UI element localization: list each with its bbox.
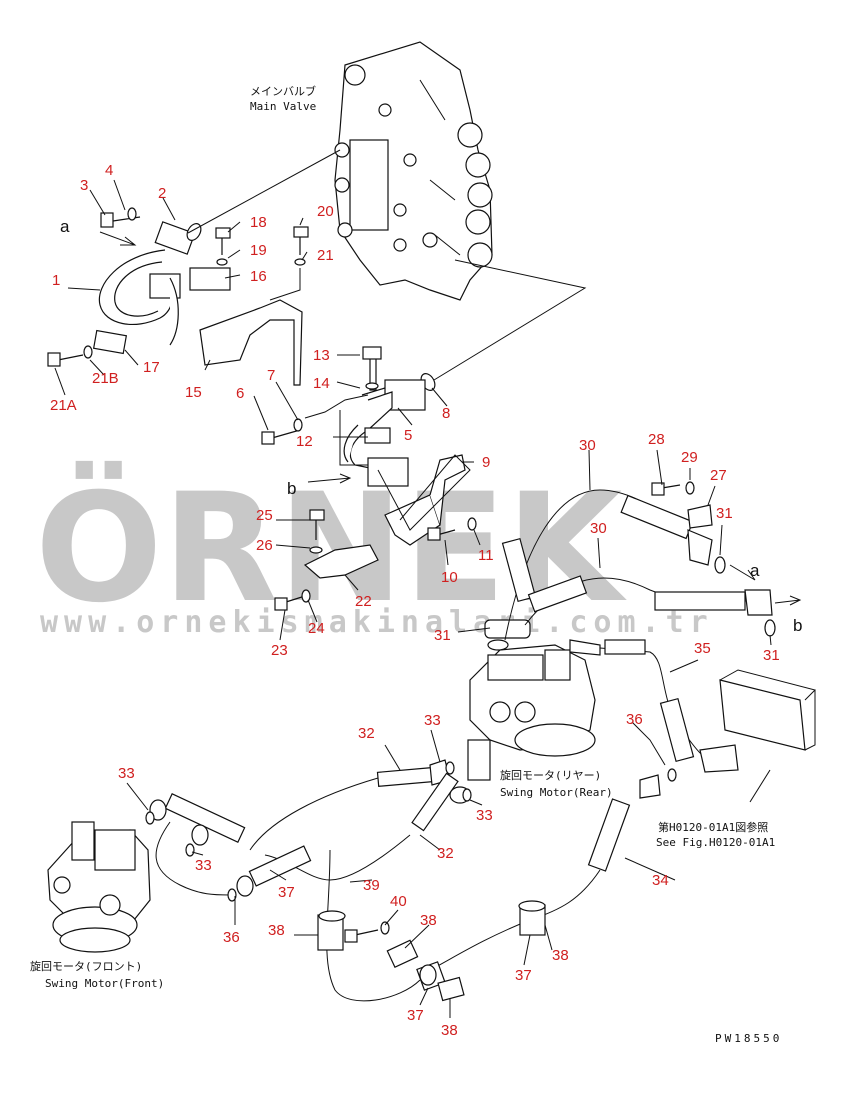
drawing-code: PW18550 bbox=[715, 1032, 782, 1045]
callout-numbers: 1 2 3 4 5 6 7 8 9 10 11 12 13 14 15 16 1… bbox=[50, 162, 780, 1039]
watermark: ÖRNEK www.ornekismakinalari.com.tr bbox=[35, 460, 714, 640]
callout-16: 16 bbox=[250, 268, 267, 285]
callout-38-b: 38 bbox=[420, 912, 437, 929]
callout-38-d: 38 bbox=[552, 947, 569, 964]
swing-motor-front-label-en: Swing Motor(Front) bbox=[45, 977, 164, 990]
callout-21B: 21B bbox=[92, 370, 119, 387]
hoses-32-34-39 bbox=[145, 759, 677, 1002]
callout-9: 9 bbox=[482, 454, 490, 471]
callout-32-lower: 32 bbox=[437, 845, 454, 862]
reference-label-en: See Fig.H0120-01A1 bbox=[656, 836, 775, 849]
callout-26: 26 bbox=[256, 537, 273, 554]
watermark-brand: ÖRNEK bbox=[35, 460, 627, 636]
upper-pipe-assembly bbox=[47, 149, 587, 391]
callout-36-a: 36 bbox=[626, 711, 643, 728]
callout-10: 10 bbox=[441, 569, 458, 586]
callout-15: 15 bbox=[185, 384, 202, 401]
callout-5: 5 bbox=[404, 427, 412, 444]
mid-pipe-assembly bbox=[261, 346, 477, 611]
callout-20: 20 bbox=[317, 203, 334, 220]
main-valve-drawing bbox=[334, 41, 493, 301]
callout-36-b: 36 bbox=[223, 929, 240, 946]
main-valve-label-jp: メインバルブ bbox=[250, 84, 316, 98]
hose-35 bbox=[599, 639, 816, 773]
swing-motor-front-label-jp: 旋回モータ(フロント) bbox=[30, 959, 142, 973]
callout-2: 2 bbox=[158, 185, 166, 202]
callout-34: 34 bbox=[652, 872, 669, 889]
callout-14: 14 bbox=[313, 375, 330, 392]
leader-lines bbox=[54, 179, 802, 1018]
callout-21A: 21A bbox=[50, 397, 77, 414]
callout-37-b: 37 bbox=[407, 1007, 424, 1024]
callout-33-c: 33 bbox=[118, 765, 135, 782]
watermark-url: www.ornekismakinalari.com.tr bbox=[40, 605, 714, 640]
callout-39: 39 bbox=[363, 877, 380, 894]
arrow-a-left: a bbox=[60, 217, 70, 236]
callout-29: 29 bbox=[681, 449, 698, 466]
callout-7: 7 bbox=[267, 367, 275, 384]
swing-motor-front-drawing bbox=[47, 821, 151, 953]
callout-27: 27 bbox=[710, 467, 727, 484]
arrow-b-right: b bbox=[793, 616, 802, 635]
arrow-b-left: b bbox=[287, 479, 296, 498]
callout-30-upper: 30 bbox=[579, 437, 596, 454]
callout-11: 11 bbox=[478, 547, 494, 564]
clamps-37-38 bbox=[317, 900, 546, 1002]
callout-33-a: 33 bbox=[424, 712, 441, 729]
callout-37-c: 37 bbox=[515, 967, 532, 984]
callout-32-upper: 32 bbox=[358, 725, 375, 742]
callout-4: 4 bbox=[105, 162, 113, 179]
callout-24: 24 bbox=[308, 620, 325, 637]
arrow-a-right: a bbox=[750, 561, 760, 580]
callout-21: 21 bbox=[317, 247, 334, 264]
hose-30-assembly bbox=[501, 481, 776, 641]
callout-30-lower: 30 bbox=[590, 520, 607, 537]
callout-25: 25 bbox=[256, 507, 273, 524]
callout-1: 1 bbox=[52, 272, 60, 289]
callout-38-c: 38 bbox=[441, 1022, 458, 1039]
callout-17: 17 bbox=[143, 359, 160, 376]
callout-38-a: 38 bbox=[268, 922, 285, 939]
callout-22: 22 bbox=[355, 593, 372, 610]
callout-33-d: 33 bbox=[195, 857, 212, 874]
callout-8: 8 bbox=[442, 405, 450, 422]
callout-35: 35 bbox=[694, 640, 711, 657]
callout-3: 3 bbox=[80, 177, 88, 194]
callout-18: 18 bbox=[250, 214, 267, 231]
callout-31-b: 31 bbox=[434, 627, 451, 644]
callout-6: 6 bbox=[236, 385, 244, 402]
main-valve-label-en: Main Valve bbox=[250, 100, 316, 113]
callout-19: 19 bbox=[250, 242, 267, 259]
swing-motor-rear-label-jp: 旋回モータ(リヤー) bbox=[500, 768, 601, 782]
callout-37-a: 37 bbox=[278, 884, 295, 901]
callout-12: 12 bbox=[296, 433, 313, 450]
swing-motor-rear-label-en: Swing Motor(Rear) bbox=[500, 786, 613, 799]
callout-31-a: 31 bbox=[716, 505, 733, 522]
callout-40: 40 bbox=[390, 893, 407, 910]
swing-motor-rear-drawing bbox=[467, 619, 601, 781]
callout-28: 28 bbox=[648, 431, 665, 448]
callout-31-c: 31 bbox=[763, 647, 780, 664]
callout-13: 13 bbox=[313, 347, 330, 364]
reference-label-jp: 第H0120-01A1図参照 bbox=[658, 820, 768, 834]
callout-33-b: 33 bbox=[476, 807, 493, 824]
callout-23: 23 bbox=[271, 642, 288, 659]
